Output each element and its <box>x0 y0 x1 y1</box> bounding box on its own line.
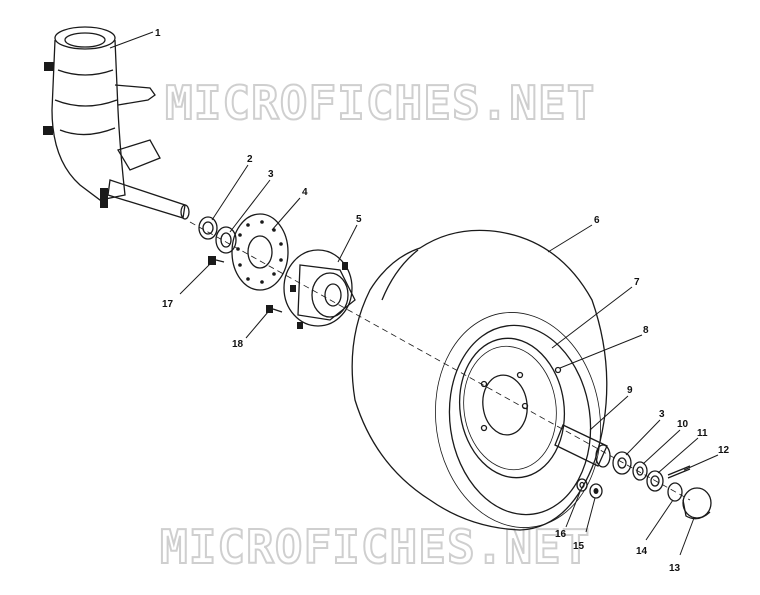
callout-3-inner: 3 <box>268 169 274 180</box>
leader-lines <box>109 31 719 556</box>
tire <box>351 229 608 531</box>
washer-10 <box>632 461 648 481</box>
wheel-hub <box>283 249 356 329</box>
bearing-inner <box>215 226 237 254</box>
callout-17: 17 <box>162 299 174 310</box>
axle-centerline <box>189 221 691 501</box>
lock-washer-16 <box>576 478 588 492</box>
callout-9: 9 <box>627 385 633 396</box>
callout-1: 1 <box>155 28 161 39</box>
callout-8: 8 <box>643 325 649 336</box>
spacer-sleeve <box>554 424 611 468</box>
cotter-pin <box>667 465 691 479</box>
callout-10: 10 <box>677 419 689 430</box>
brake-disc <box>231 213 289 291</box>
callout-11: 11 <box>697 428 708 439</box>
o-ring <box>667 482 683 502</box>
seal-part <box>198 216 218 240</box>
spindle-housing <box>43 26 190 220</box>
callout-2: 2 <box>247 154 253 165</box>
callout-14: 14 <box>636 546 648 557</box>
callout-13: 13 <box>669 563 681 574</box>
callout-4: 4 <box>302 187 308 198</box>
nut-11 <box>646 470 664 492</box>
bolt-18 <box>266 305 283 313</box>
callout-5: 5 <box>356 214 362 225</box>
dust-cap <box>682 487 712 520</box>
callout-18: 18 <box>232 339 244 350</box>
watermark-top: MICROFICHES.NET <box>165 76 595 130</box>
wheel-rim <box>458 337 566 479</box>
callout-12: 12 <box>718 445 730 456</box>
watermark-bottom: MICROFICHES.NET <box>160 520 590 574</box>
callout-6: 6 <box>594 215 600 226</box>
bearing-outer <box>612 451 632 475</box>
callout-3-outer: 3 <box>659 409 665 420</box>
callout-7: 7 <box>634 277 640 288</box>
lug-nut-15 <box>589 483 603 499</box>
bolt-17 <box>208 256 225 265</box>
callout-15: 15 <box>573 541 585 552</box>
callout-16: 16 <box>555 529 567 540</box>
